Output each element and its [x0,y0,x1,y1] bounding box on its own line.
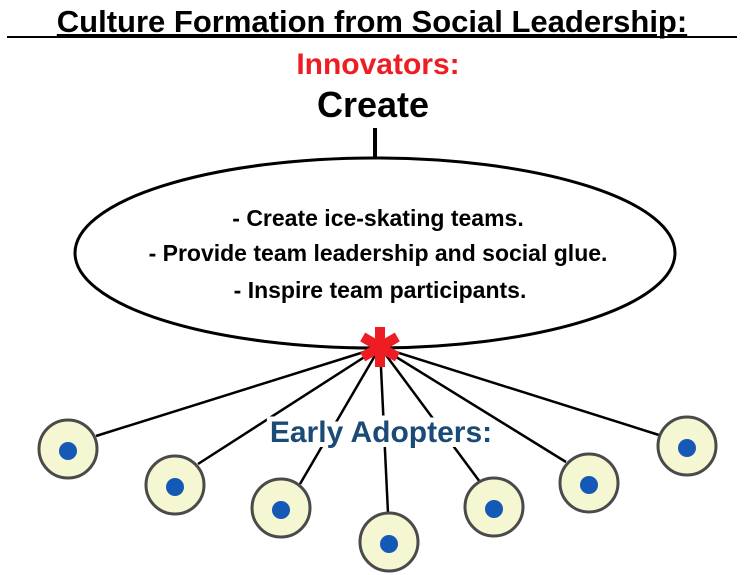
node-dot [380,535,398,553]
connector-line [298,346,382,485]
node-dot [166,478,184,496]
ellipse-line-1: - Create ice-skating teams. [232,205,523,231]
early-adopter-node [144,454,206,516]
star-icon [360,327,400,367]
early-adopters-label: Early Adopters: [270,416,492,449]
innovators-label: Innovators: [296,48,459,81]
diagram-title: Culture Formation from Social Leadership… [57,4,687,39]
node-dot [580,476,598,494]
node-dot [59,442,77,460]
early-adopter-node [463,476,525,538]
node-dot [272,501,290,519]
connector-line [378,346,482,483]
connector-line [379,345,660,437]
connector-line [95,345,381,438]
early-adopter-node [656,415,718,477]
ellipse-line-2: - Provide team leadership and social glu… [149,240,608,266]
ellipse-line-3: - Inspire team participants. [234,277,527,303]
create-label: Create [317,84,429,125]
connector-line [378,346,390,514]
connector-line [197,345,381,466]
connector-lines [95,345,660,514]
node-dot [678,439,696,457]
early-adopter-node [358,511,420,573]
connector-line [379,345,567,464]
early-adopter-nodes [37,415,718,573]
node-dot [485,500,503,518]
early-adopter-node [37,418,99,480]
early-adopter-node [558,452,620,514]
early-adopter-node [250,477,312,539]
